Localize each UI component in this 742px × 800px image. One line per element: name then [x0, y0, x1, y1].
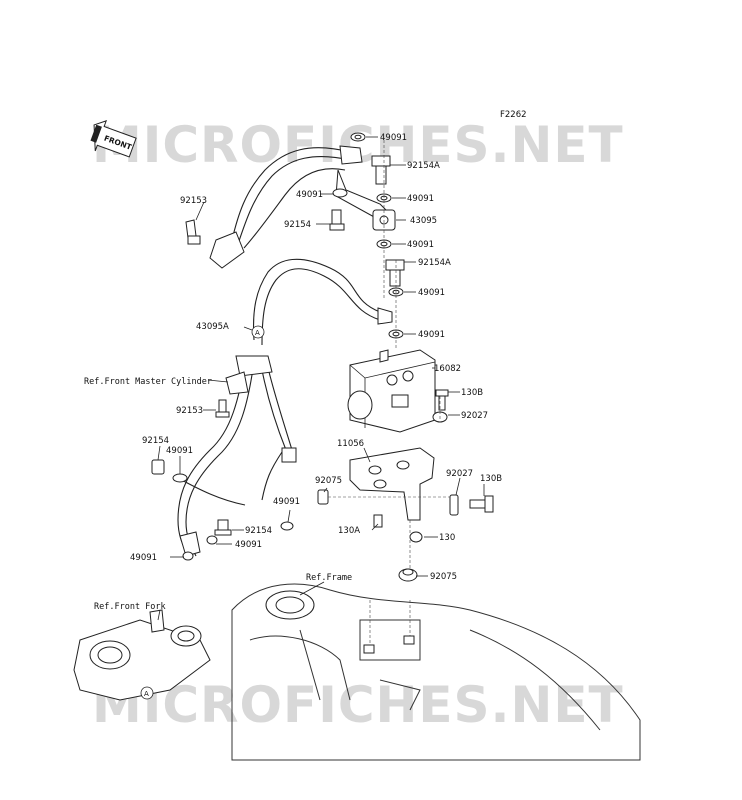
- washer-49091-8: [206, 535, 218, 545]
- front-arrow-icon: FRONT: [90, 120, 137, 158]
- grommet-92075-1: [317, 489, 329, 505]
- abs-unit-16082: [347, 349, 436, 433]
- washer-49091-5: [388, 329, 404, 339]
- label-p24: 92154: [245, 526, 272, 536]
- label-p2: 92154A: [407, 161, 440, 171]
- bolt-130A: [373, 514, 383, 528]
- bolt-92154A-2: [385, 259, 405, 287]
- bolt-92154-lower: [151, 459, 165, 475]
- label-p3: 49091: [407, 194, 434, 204]
- label-p10: 49091: [418, 288, 445, 298]
- washer-49091-left: [332, 188, 348, 198]
- bracket-11056: [349, 447, 435, 521]
- bolt-130B-2: [469, 495, 494, 513]
- label-p25: 49091: [235, 540, 262, 550]
- bolt-130B-1: [435, 389, 449, 411]
- hose-43095A: [253, 258, 393, 346]
- label-p16: 92027: [461, 411, 488, 421]
- label-p9: 92154A: [418, 258, 451, 268]
- label-p12: 49091: [418, 330, 445, 340]
- label-p13: 16082: [434, 364, 461, 374]
- label-p20: 92027: [446, 469, 473, 479]
- bolt-92154-right: [214, 519, 232, 536]
- label-p21: 130B: [480, 474, 502, 484]
- bolt-92153-top: [185, 219, 201, 245]
- label-p8: 92153: [180, 196, 207, 206]
- frame-section: [231, 583, 641, 761]
- bolt-92154-left: [329, 209, 345, 231]
- bolt-92154A-1: [371, 155, 391, 185]
- label-p26: 130A: [338, 526, 360, 536]
- washer-49091-1: [350, 132, 366, 142]
- ref-frame: Ref.Frame: [306, 573, 352, 583]
- callout-a-bottom: A: [140, 686, 154, 700]
- washer-49091-9: [182, 551, 194, 561]
- nut-130: [409, 531, 423, 543]
- bolt-92153-mid: [215, 399, 230, 418]
- label-p19: 49091: [166, 446, 193, 456]
- label-p22: 92075: [315, 476, 342, 486]
- svg-text:A: A: [144, 690, 149, 698]
- watermark-bottom: MICROFICHES.NET: [92, 676, 624, 734]
- grommet-92027-2: [449, 494, 459, 516]
- grommet-92075-2: [398, 568, 418, 582]
- label-p18: 92154: [142, 436, 169, 446]
- label-p29: 92075: [430, 572, 457, 582]
- label-p6: 92154: [284, 220, 311, 230]
- lower-brake-hoses: [177, 355, 297, 561]
- ref-master-cylinder: Ref.Front Master Cylinder: [84, 377, 212, 387]
- label-p15: 92153: [176, 406, 203, 416]
- callout-a-top: A: [251, 325, 265, 339]
- front-fork-bracket: [73, 609, 211, 701]
- washer-49091-6: [172, 473, 188, 483]
- upper-brake-hoses: [209, 145, 389, 269]
- label-p7: 49091: [407, 240, 434, 250]
- leader-lines: [157, 136, 485, 621]
- figure-code: F2262: [500, 110, 527, 120]
- watermark-top: MICROFICHES.NET: [92, 116, 624, 174]
- washer-49091-7: [280, 521, 294, 531]
- label-p28: 49091: [130, 553, 157, 563]
- ref-front-fork: Ref.Front Fork: [94, 602, 166, 612]
- alignment-lines: [328, 140, 450, 650]
- label-p1: 49091: [380, 133, 407, 143]
- label-p4: 49091: [296, 190, 323, 200]
- label-p23: 49091: [273, 497, 300, 507]
- label-p17: 11056: [337, 439, 364, 449]
- svg-text:A: A: [255, 329, 260, 337]
- label-p27: 130: [439, 533, 455, 543]
- label-p14: 130B: [461, 388, 483, 398]
- label-p11: 43095A: [196, 322, 229, 332]
- label-p5: 43095: [410, 216, 437, 226]
